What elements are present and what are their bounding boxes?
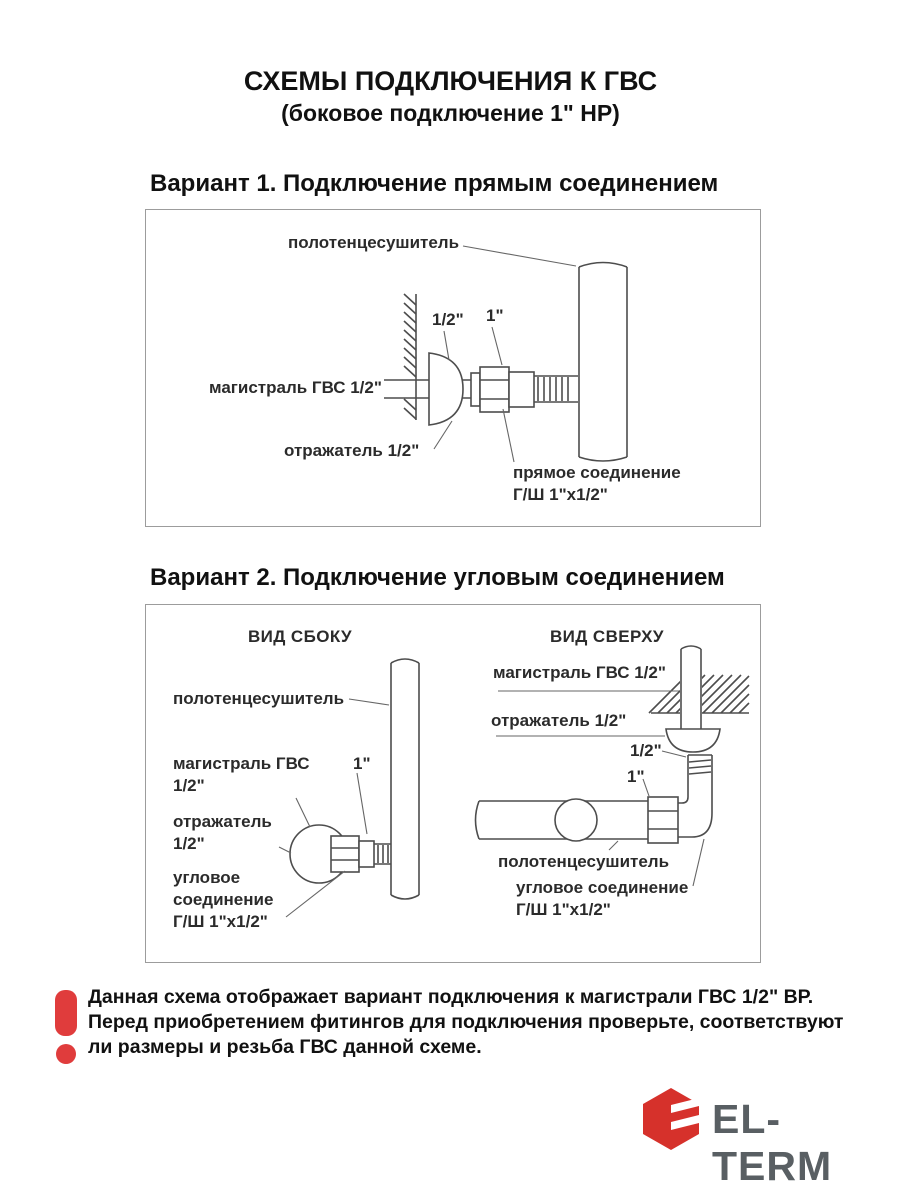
side-angle-fitting-drawing bbox=[330, 835, 391, 873]
tv-connection-line2: Г/Ш 1"х1/2" bbox=[516, 900, 611, 919]
sv-reflector-line1: отражатель bbox=[173, 812, 272, 831]
tv-size-half-label: 1/2" bbox=[630, 741, 662, 760]
warning-line2: Перед приобретением фитингов для подключ… bbox=[88, 1011, 844, 1033]
v1-towel-warmer-label: полотенцесушитель bbox=[288, 233, 460, 252]
tv-reflector-label: отражатель 1/2" bbox=[491, 711, 627, 730]
top-reflector-drawing bbox=[665, 728, 721, 753]
sv-size-one-label: 1" bbox=[353, 754, 371, 773]
reflector-drawing bbox=[428, 352, 464, 426]
sv-towel-warmer-label: полотенцесушитель bbox=[173, 689, 345, 708]
logo-text: EL-TERM bbox=[712, 1096, 833, 1189]
top-supply-pipe-drawing bbox=[680, 645, 702, 729]
tv-towel-warmer-label: полотенцесушитель bbox=[498, 852, 670, 871]
exclamation-dot bbox=[56, 1044, 76, 1064]
tv-supply-main-label: магистраль ГВС 1/2" bbox=[493, 663, 666, 682]
page-title: СХЕМЫ ПОДКЛЮЧЕНИЯ К ГВС bbox=[243, 66, 658, 96]
leader-lines bbox=[433, 245, 577, 463]
sv-reflector-label: отражатель 1/2" bbox=[173, 811, 272, 855]
top-towel-pipe-drawing bbox=[474, 798, 648, 842]
variant2-heading: Вариант 2. Подключение угловым соединени… bbox=[150, 564, 725, 591]
towel-pipe-drawing bbox=[578, 261, 628, 462]
top-leader-lines bbox=[496, 690, 705, 887]
v1-connection-line1: прямое соединение bbox=[513, 463, 681, 482]
union-fitting-drawing bbox=[470, 366, 578, 413]
v1-reflector-label: отражатель 1/2" bbox=[284, 441, 420, 460]
sv-supply-line1: магистраль ГВС bbox=[173, 754, 310, 773]
tv-connection-line1: угловое соединение bbox=[516, 878, 689, 897]
logo-hexagon-icon bbox=[643, 1088, 699, 1150]
sv-connection-line3: Г/Ш 1"х1/2" bbox=[173, 912, 268, 931]
side-view-title: ВИД СБОКУ bbox=[248, 627, 353, 646]
wall-drawing bbox=[403, 293, 417, 420]
top-elbow-drawing bbox=[647, 754, 713, 844]
sv-connection-line1: угловое bbox=[173, 868, 241, 887]
v1-connection-line2: Г/Ш 1"х1/2" bbox=[513, 485, 608, 504]
variant2-drawing bbox=[278, 645, 750, 918]
side-towel-pipe-drawing bbox=[390, 658, 420, 900]
sv-supply-line2: 1/2" bbox=[173, 776, 205, 795]
sv-connection-line2: соединение bbox=[173, 890, 274, 909]
warning-text: Данная схема отображает вариант подключе… bbox=[88, 985, 843, 1060]
tv-size-one-label: 1" bbox=[627, 767, 645, 786]
sv-connection-label: угловое соединение Г/Ш 1"х1/2" bbox=[173, 867, 273, 933]
warning-line3: ли размеры и резьба ГВС данной схеме. bbox=[88, 1036, 482, 1058]
variant1-heading: Вариант 1. Подключение прямым соединение… bbox=[150, 170, 719, 197]
warning-line1: Данная схема отображает вариант подключе… bbox=[88, 986, 814, 1008]
side-leader-lines bbox=[278, 698, 390, 918]
exclamation-bar bbox=[55, 990, 77, 1036]
sv-supply-label: магистраль ГВС 1/2" bbox=[173, 753, 309, 797]
v1-connection-label: прямое соединение Г/Ш 1"х1/2" bbox=[513, 462, 681, 506]
variant2-diagram: ВИД СБОКУ ВИД СВЕРХУ полотенцесушитель м… bbox=[145, 604, 761, 963]
sv-reflector-line2: 1/2" bbox=[173, 834, 205, 853]
top-view-title: ВИД СВЕРХУ bbox=[550, 627, 664, 646]
warning-exclamation-icon bbox=[55, 990, 79, 1066]
page-subtitle: (боковое подключение 1" НР) bbox=[281, 100, 620, 126]
brand-logo: EL-TERM bbox=[640, 1086, 885, 1189]
v1-size-one-label: 1" bbox=[486, 306, 504, 325]
v1-size-half-label: 1/2" bbox=[432, 310, 464, 329]
variant1-diagram: полотенцесушитель 1/2" 1" магистраль ГВС… bbox=[145, 209, 761, 527]
tv-connection-label: угловое соединение Г/Ш 1"х1/2" bbox=[516, 877, 688, 921]
variant1-drawing bbox=[384, 245, 628, 463]
v1-supply-main-label: магистраль ГВС 1/2" bbox=[209, 378, 382, 397]
